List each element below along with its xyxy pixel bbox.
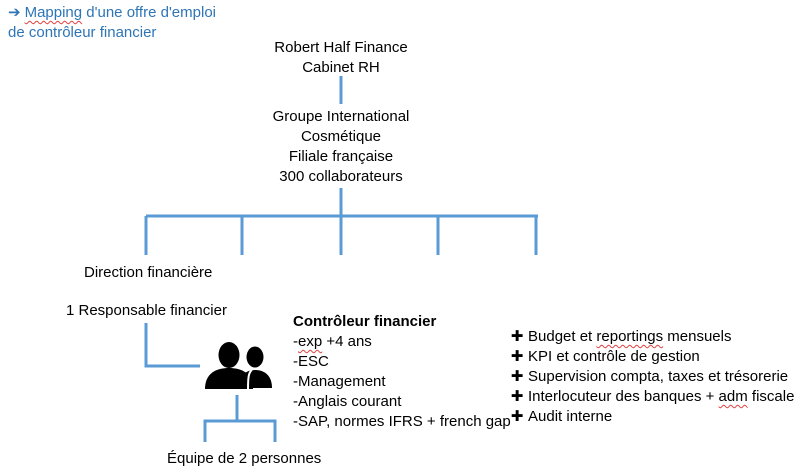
direction-label: Direction financière	[84, 264, 213, 281]
top-node-line2: Cabinet RH	[302, 59, 380, 76]
plus-icon: ✚	[510, 348, 524, 365]
page-title: ➔Mapping d'une offre d'emploi de contrôl…	[8, 3, 216, 43]
mission-item: ✚Budget et reportings mensuels	[510, 328, 732, 345]
responsable-label: 1 Responsable financier	[66, 302, 227, 319]
right-arrow-icon: ➔	[8, 4, 21, 21]
profile-block: Contrôleur financier -exp +4 ans -ESC -M…	[293, 312, 511, 432]
title-line1-suffix: d'une offre d'emploi	[82, 4, 216, 21]
mission-item: ✚Supervision compta, taxes et trésorerie	[510, 368, 789, 385]
requirement-item: -ESC	[293, 353, 329, 370]
title-line2: de contrôleur financier	[8, 24, 157, 41]
company-node-line4: 300 collaborateurs	[279, 168, 403, 185]
plus-icon: ✚	[510, 368, 524, 385]
plus-icon: ✚	[510, 328, 524, 345]
mission-item: ✚Interlocuteur des banques + adm fiscale	[510, 388, 795, 405]
top-node: Robert Half Finance Cabinet RH	[241, 38, 441, 78]
company-node: Groupe International Cosmétique Filiale …	[226, 107, 456, 187]
company-node-line2: Cosmétique	[300, 128, 382, 145]
requirement-item: -Anglais courant	[293, 393, 402, 410]
title-line1-prefix: Mapping	[24, 4, 83, 21]
requirement-item: -exp +4 ans	[293, 333, 372, 350]
mission-item: ✚KPI et contrôle de gestion	[510, 348, 700, 365]
plus-icon: ✚	[510, 388, 524, 405]
team-label: Équipe de 2 personnes	[167, 450, 322, 467]
missions-list: ✚Budget et reportings mensuels ✚KPI et c…	[510, 327, 795, 427]
connector-team-bracket	[203, 419, 277, 442]
plus-icon: ✚	[510, 408, 524, 425]
mission-item: ✚Audit interne	[510, 408, 613, 425]
company-node-line3: Filiale française	[288, 148, 394, 165]
requirement-item: -Management	[293, 373, 386, 390]
top-node-line1: Robert Half Finance	[274, 39, 408, 56]
company-node-line1: Groupe International	[272, 108, 410, 125]
profile-title: Contrôleur financier	[293, 313, 437, 330]
people-icon	[205, 342, 272, 390]
requirement-item: -SAP, normes IFRS + french gap	[293, 413, 511, 430]
connector-responsable-controleur	[144, 323, 200, 368]
